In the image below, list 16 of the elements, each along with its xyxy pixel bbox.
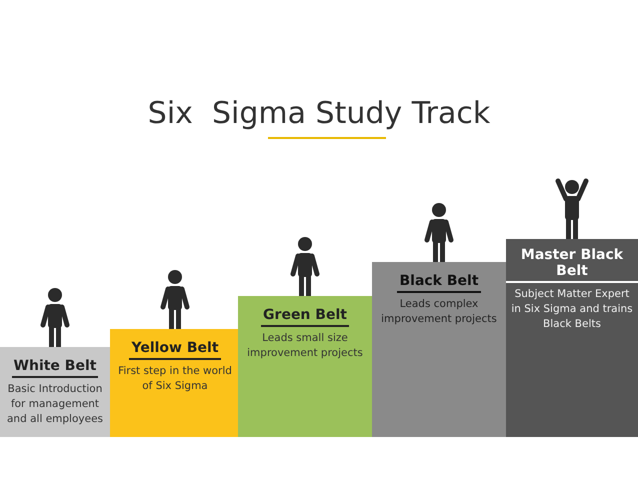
belt-description: Basic Introduction for management and all employees xyxy=(7,383,103,425)
belt-heading: Black Belt xyxy=(397,273,481,293)
belt-description: First step in the world of Six Sigma xyxy=(118,365,232,392)
title: Six Sigma Study Track xyxy=(146,96,492,131)
belt-step xyxy=(110,329,240,437)
belt-step xyxy=(506,239,638,437)
belt-heading: Master Black Belt xyxy=(506,247,638,283)
belt-step xyxy=(238,296,372,437)
belt-description: Leads small size improvement projects xyxy=(247,332,363,359)
belt-step xyxy=(0,347,110,437)
belt-heading: Yellow Belt xyxy=(129,340,221,360)
belt-heading: White Belt xyxy=(12,358,98,378)
belt-step xyxy=(372,262,506,437)
belt-description: Leads complex improvement projects xyxy=(381,298,497,325)
belt-heading: Green Belt xyxy=(261,307,349,327)
belt-description: Subject Matter Expert in Six Sigma and trains Black Belts xyxy=(511,288,633,330)
